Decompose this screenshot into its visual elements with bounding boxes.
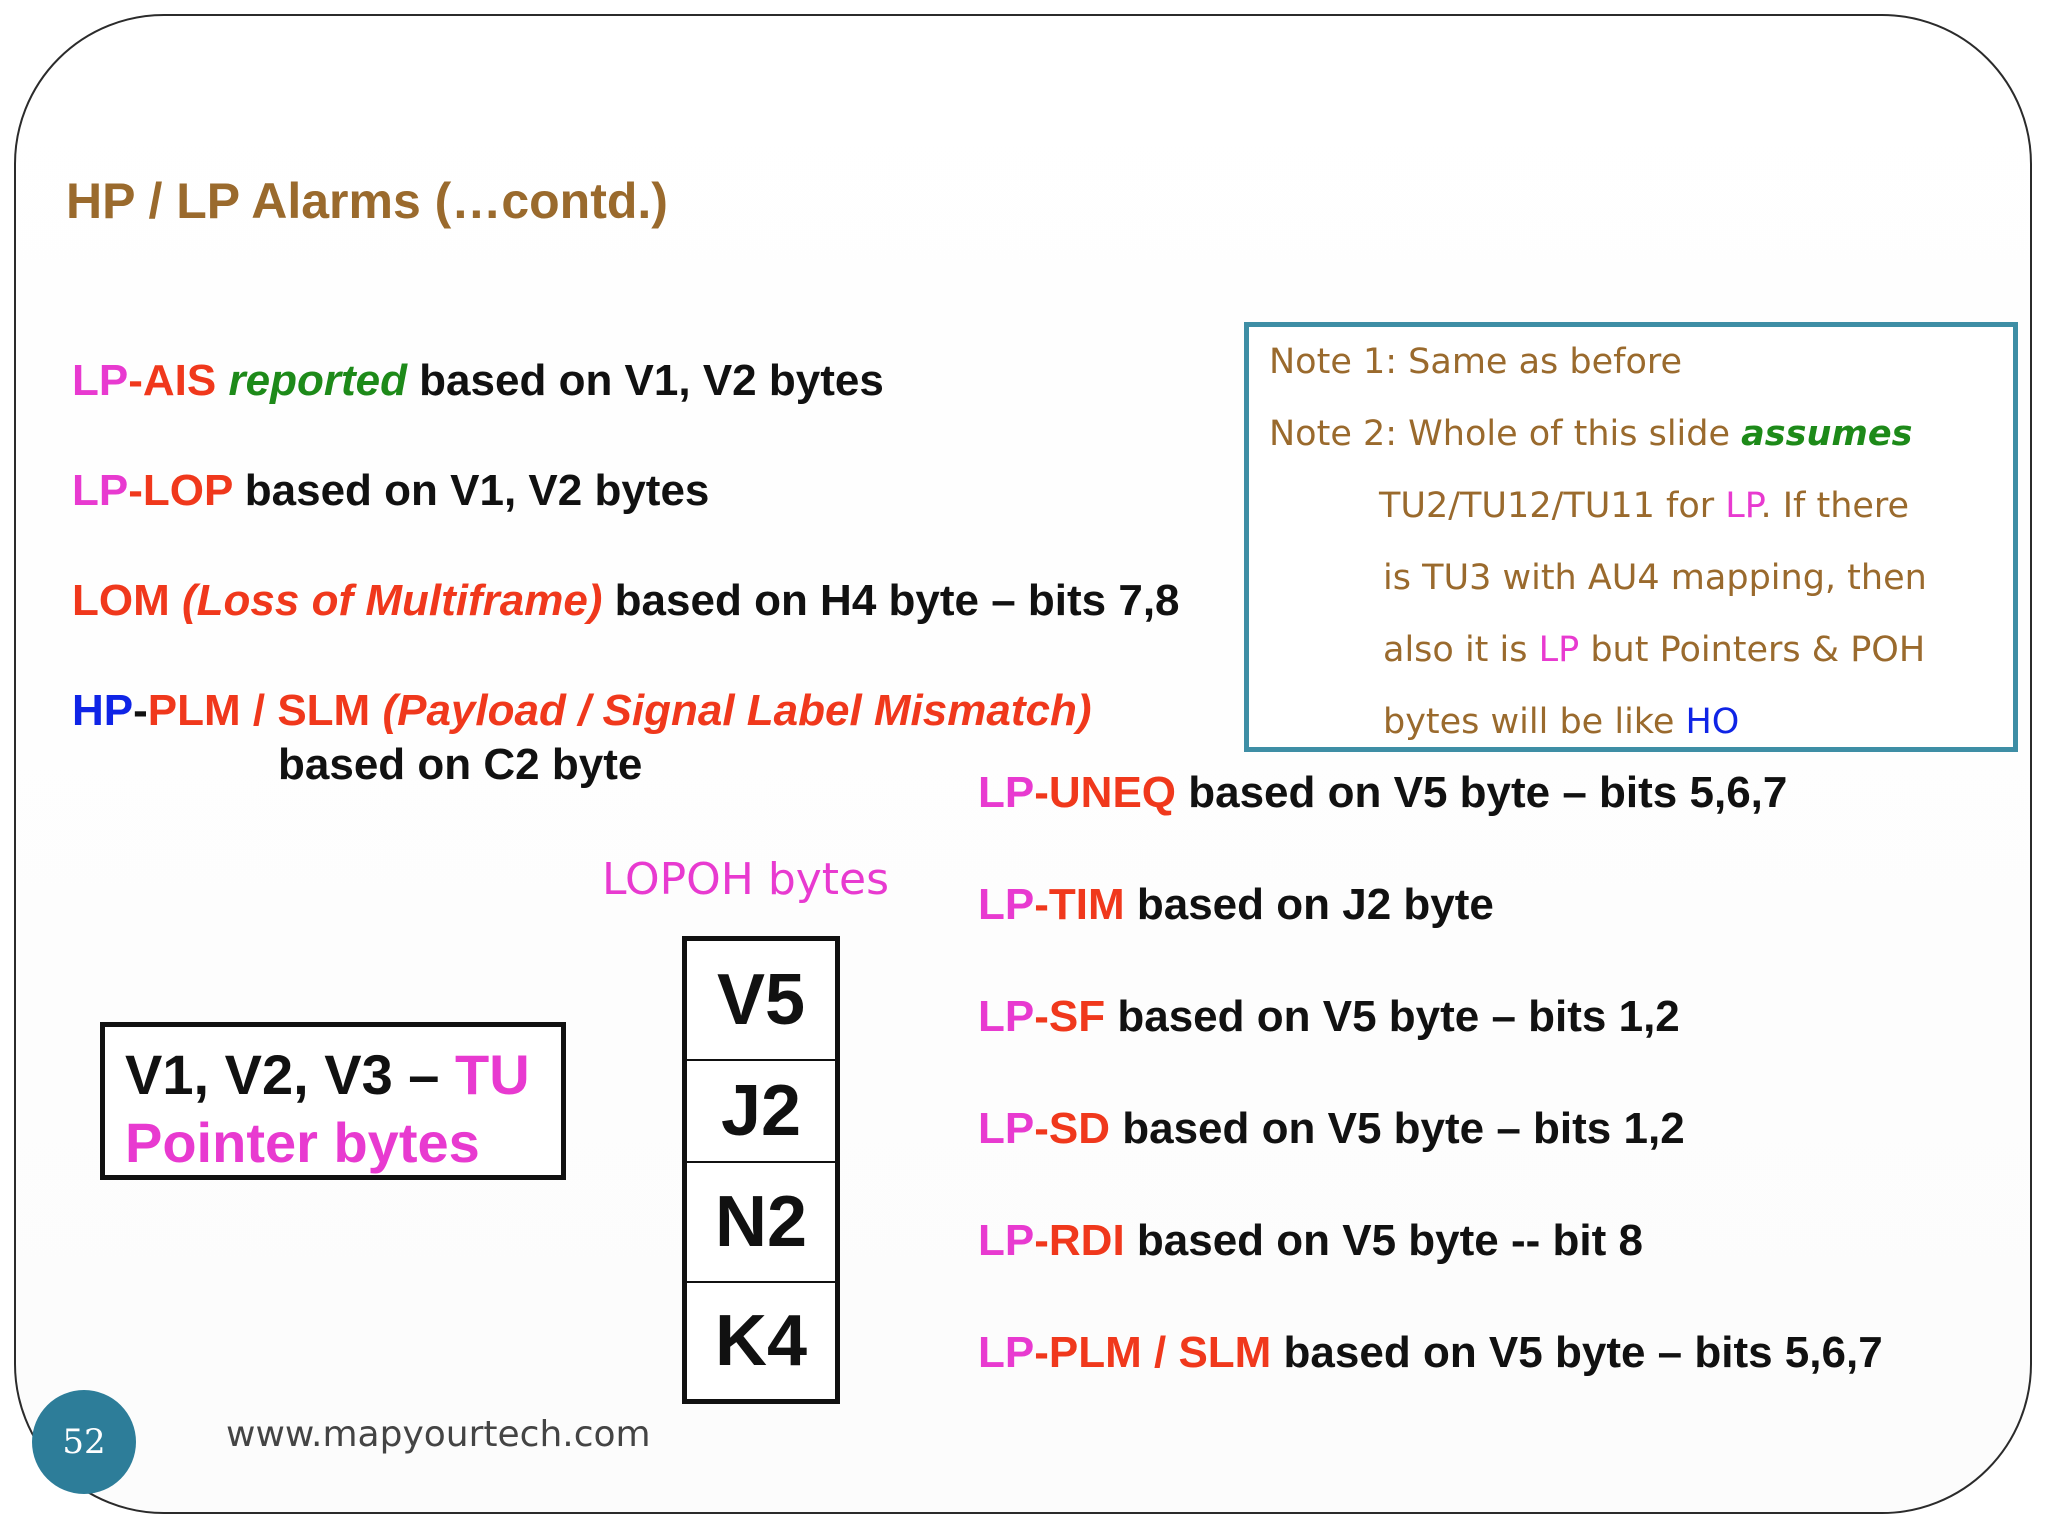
lp-label: LP	[978, 768, 1035, 817]
note-emphasis: assumes	[1741, 414, 1913, 454]
alarm-expansion: (Payload / Signal Label Mismatch)	[382, 686, 1092, 735]
note-text: . If there	[1760, 486, 1910, 526]
page-number: 52	[62, 1422, 106, 1462]
lp-label: LP	[72, 466, 129, 515]
tu-box-line-2: Pointer bytes	[125, 1111, 480, 1174]
tu-pointer-box: V1, V2, V3 – TU Pointer bytes	[100, 1022, 566, 1180]
alarm-lp-rdi: LP-RDI based on V5 byte -- bit 8	[978, 1216, 1643, 1266]
alarm-code: LOM	[72, 576, 170, 625]
slide-title: HP / LP Alarms (…contd.)	[66, 173, 668, 229]
note-2-text: Note 2: Whole of this slide	[1269, 414, 1742, 454]
lp-label: LP	[978, 1216, 1035, 1265]
hp-label: HP	[72, 686, 134, 735]
lp-label: LP	[1725, 486, 1761, 526]
lopoh-byte-j2: J2	[687, 1061, 835, 1163]
page-number-badge: 52	[32, 1390, 136, 1494]
alarm-description: based on V5 byte – bits 5,6,7	[1271, 1328, 1883, 1377]
alarm-lp-tim: LP-TIM based on J2 byte	[978, 880, 1494, 930]
alarm-code: -LOP	[128, 466, 233, 515]
reported-label: reported	[228, 356, 407, 405]
alarm-lp-plm-slm: LP-PLM / SLM based on V5 byte – bits 5,6…	[978, 1328, 1883, 1378]
alarm-description: based on V5 byte – bits 5,6,7	[1176, 768, 1788, 817]
note-text: but Pointers & POH	[1579, 630, 1926, 670]
slide-frame	[14, 14, 2032, 1514]
alarm-description: based on V5 byte -- bit 8	[1124, 1216, 1643, 1265]
note-2-line-5: also it is LP but Pointers & POH	[1383, 633, 1925, 668]
note-1: Note 1: Same as before	[1269, 342, 1683, 382]
alarm-lom: LOM (Loss of Multiframe) based on H4 byt…	[72, 576, 1180, 626]
alarm-description: based on V1, V2 bytes	[232, 466, 710, 515]
alarm-description: based on H4 byte – bits 7,8	[602, 576, 1180, 625]
lopoh-byte-v5: V5	[687, 941, 835, 1061]
note-2-line-3: TU2/TU12/TU11 for LP. If there	[1379, 489, 1909, 524]
alarm-lp-lop: LP-LOP based on V1, V2 bytes	[72, 466, 709, 516]
alarm-hp-plm-slm: HP-PLM / SLM (Payload / Signal Label Mis…	[72, 686, 1092, 736]
dash-separator: -	[133, 686, 148, 735]
alarm-code: -PLM / SLM	[1034, 1328, 1272, 1377]
note-2-line-6: bytes will be like HO	[1383, 705, 1739, 740]
alarm-code: -AIS	[128, 356, 217, 405]
lp-label: LP	[1538, 630, 1580, 670]
note-text: TU2/TU12/TU11 for	[1379, 486, 1726, 526]
alarm-code: -TIM	[1034, 880, 1125, 929]
alarm-code: -UNEQ	[1034, 768, 1177, 817]
alarm-code: PLM / SLM	[147, 686, 371, 735]
lp-label: LP	[978, 880, 1035, 929]
alarm-description: based on V5 byte – bits 1,2	[1105, 992, 1680, 1041]
note-text: bytes will be like	[1383, 702, 1686, 742]
lopoh-byte-n2: N2	[687, 1163, 835, 1283]
alarm-lp-sd: LP-SD based on V5 byte – bits 1,2	[978, 1104, 1685, 1154]
note-text: also it is	[1383, 630, 1539, 670]
lp-label: LP	[978, 1104, 1035, 1153]
ho-label: HO	[1685, 702, 1740, 742]
alarm-description: based on J2 byte	[1124, 880, 1494, 929]
note-box: Note 1: Same as before Note 2: Whole of …	[1244, 322, 2018, 752]
alarm-lp-sf: LP-SF based on V5 byte – bits 1,2	[978, 992, 1680, 1042]
lp-label: LP	[72, 356, 129, 405]
alarm-lp-uneq: LP-UNEQ based on V5 byte – bits 5,6,7	[978, 768, 1787, 818]
lopoh-label: LOPOH bytes	[602, 854, 890, 905]
alarm-code: -RDI	[1034, 1216, 1125, 1265]
tu-label: TU	[454, 1043, 530, 1106]
tu-box-text: V1, V2, V3 –	[125, 1043, 455, 1106]
alarm-description: based on V5 byte – bits 1,2	[1110, 1104, 1685, 1153]
alarm-code: -SD	[1034, 1104, 1111, 1153]
alarm-lp-ais: LP-AIS reported based on V1, V2 bytes	[72, 356, 884, 406]
lopoh-byte-k4: K4	[714, 1301, 808, 1381]
lp-label: LP	[978, 992, 1035, 1041]
footer-url: www.mapyourtech.com	[226, 1414, 651, 1455]
lp-label: LP	[978, 1328, 1035, 1377]
alarm-description: based on V1, V2 bytes	[406, 356, 884, 405]
alarm-code: -SF	[1034, 992, 1106, 1041]
alarm-expansion: (Loss of Multiframe)	[182, 576, 603, 625]
note-2: Note 2: Whole of this slide assumes	[1269, 417, 1912, 452]
tu-box-line-1: V1, V2, V3 – TU	[125, 1047, 530, 1103]
note-2-line-4: is TU3 with AU4 mapping, then	[1383, 558, 1927, 598]
lopoh-bytes-table: V5 J2 N2 K4	[682, 936, 840, 1404]
alarm-hp-plm-slm-basis: based on C2 byte	[278, 740, 643, 789]
